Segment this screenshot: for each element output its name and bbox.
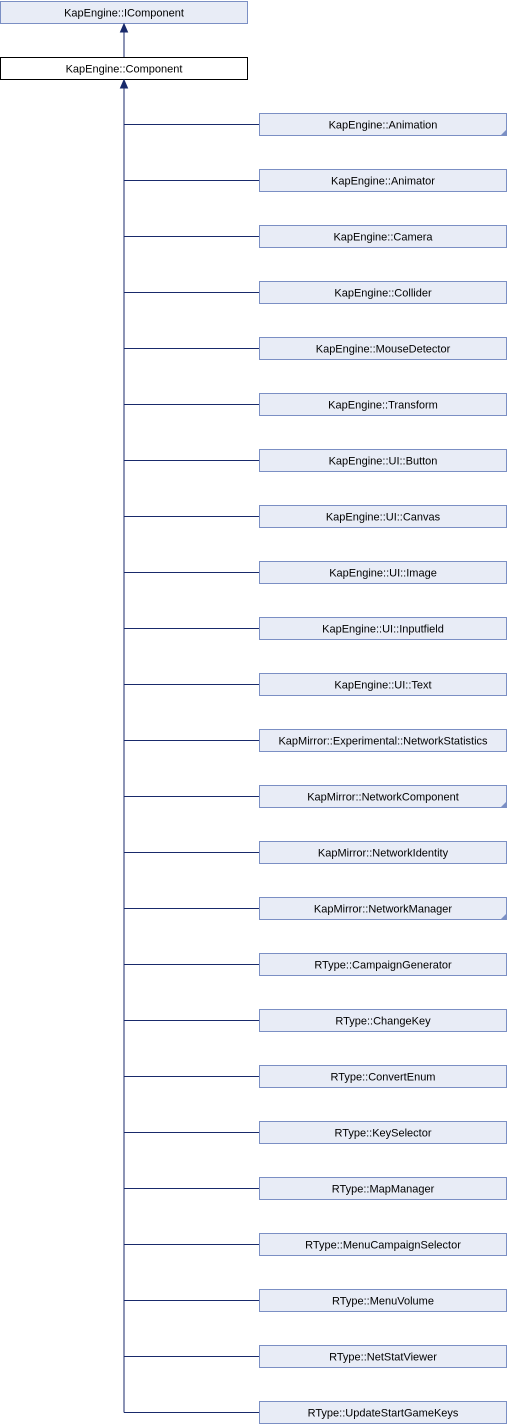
node-derived-class-label: KapMirror::NetworkComponent bbox=[307, 792, 459, 804]
node-derived-class[interactable]: RType::KeySelector bbox=[259, 1121, 507, 1144]
node-derived-class[interactable]: KapEngine::UI::Canvas bbox=[259, 505, 507, 528]
node-derived-class-label: KapEngine::UI::Text bbox=[334, 680, 431, 692]
edge-current-to-base-arrowhead bbox=[119, 22, 129, 33]
node-derived-class-label: KapMirror::NetworkManager bbox=[314, 904, 452, 916]
node-derived-class-label: RType::CampaignGenerator bbox=[314, 960, 452, 972]
node-derived-class[interactable]: RType::MenuVolume bbox=[259, 1289, 507, 1312]
node-derived-class-label: KapEngine::Collider bbox=[334, 288, 432, 300]
node-derived-class-label: RType::UpdateStartGameKeys bbox=[308, 1408, 459, 1420]
node-current-class-label: KapEngine::Component bbox=[66, 64, 183, 76]
node-derived-class[interactable]: KapMirror::NetworkComponent bbox=[259, 785, 507, 808]
node-derived-class-label: RType::MenuVolume bbox=[332, 1296, 434, 1308]
node-derived-class[interactable]: KapEngine::Animation bbox=[259, 113, 507, 136]
node-derived-class-label: RType::KeySelector bbox=[334, 1128, 431, 1140]
derived-classes: KapEngine::AnimationKapEngine::AnimatorK… bbox=[124, 113, 507, 1424]
more-subclasses-indicator-icon bbox=[500, 801, 507, 808]
node-derived-class-label: KapEngine::MouseDetector bbox=[316, 344, 451, 356]
node-derived-class[interactable]: KapMirror::NetworkIdentity bbox=[259, 841, 507, 864]
node-current-class: KapEngine::Component bbox=[0, 57, 248, 80]
more-subclasses-indicator-icon bbox=[500, 913, 507, 920]
node-derived-class[interactable]: RType::MapManager bbox=[259, 1177, 507, 1200]
node-derived-class[interactable]: KapEngine::UI::Image bbox=[259, 561, 507, 584]
node-derived-class-label: KapMirror::Experimental::NetworkStatisti… bbox=[278, 736, 488, 748]
node-derived-class-label: RType::NetStatViewer bbox=[329, 1352, 437, 1364]
node-derived-class-label: KapMirror::NetworkIdentity bbox=[318, 848, 449, 860]
node-derived-class-label: KapEngine::UI::Button bbox=[329, 456, 438, 468]
node-derived-class-label: KapEngine::Transform bbox=[328, 400, 438, 412]
node-base-class-label: KapEngine::IComponent bbox=[64, 8, 184, 20]
node-derived-class[interactable]: KapEngine::Animator bbox=[259, 169, 507, 192]
node-derived-class-label: RType::MapManager bbox=[332, 1184, 435, 1196]
node-derived-class[interactable]: KapMirror::NetworkManager bbox=[259, 897, 507, 920]
node-derived-class-label: RType::ConvertEnum bbox=[331, 1072, 436, 1084]
node-derived-class[interactable]: KapEngine::Transform bbox=[259, 393, 507, 416]
node-derived-class[interactable]: RType::MenuCampaignSelector bbox=[259, 1233, 507, 1256]
edge-trunk-arrowhead bbox=[119, 78, 129, 89]
node-derived-class-label: KapEngine::Animator bbox=[331, 176, 435, 188]
node-derived-class[interactable]: KapEngine::UI::Inputfield bbox=[259, 617, 507, 640]
node-derived-class[interactable]: RType::NetStatViewer bbox=[259, 1345, 507, 1368]
node-derived-class[interactable]: KapEngine::UI::Button bbox=[259, 449, 507, 472]
node-base-class[interactable]: KapEngine::IComponent bbox=[0, 1, 248, 24]
more-subclasses-indicator-icon bbox=[500, 129, 507, 136]
node-derived-class[interactable]: KapEngine::UI::Text bbox=[259, 673, 507, 696]
node-derived-class[interactable]: KapMirror::Experimental::NetworkStatisti… bbox=[259, 729, 507, 752]
node-derived-class[interactable]: RType::CampaignGenerator bbox=[259, 953, 507, 976]
node-derived-class[interactable]: KapEngine::Camera bbox=[259, 225, 507, 248]
node-derived-class-label: RType::ChangeKey bbox=[335, 1016, 431, 1028]
node-derived-class-label: KapEngine::Camera bbox=[333, 232, 433, 244]
node-derived-class-label: KapEngine::Animation bbox=[329, 120, 438, 132]
node-derived-class[interactable]: KapEngine::Collider bbox=[259, 281, 507, 304]
node-derived-class-label: KapEngine::UI::Canvas bbox=[326, 512, 441, 524]
node-derived-class-label: RType::MenuCampaignSelector bbox=[305, 1240, 461, 1252]
node-derived-class[interactable]: KapEngine::MouseDetector bbox=[259, 337, 507, 360]
node-derived-class[interactable]: RType::UpdateStartGameKeys bbox=[259, 1401, 507, 1424]
node-derived-class[interactable]: RType::ChangeKey bbox=[259, 1009, 507, 1032]
node-derived-class-label: KapEngine::UI::Inputfield bbox=[322, 624, 444, 636]
node-derived-class-label: KapEngine::UI::Image bbox=[329, 568, 437, 580]
node-derived-class[interactable]: RType::ConvertEnum bbox=[259, 1065, 507, 1088]
